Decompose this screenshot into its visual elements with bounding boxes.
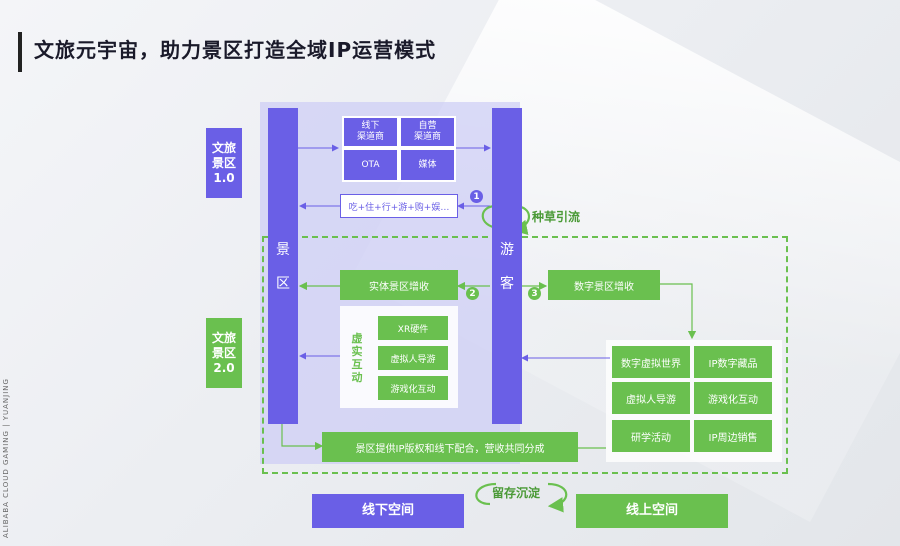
- virtual-item-guide: 虚拟人导游: [378, 346, 448, 370]
- channel-offline-line-1: 线下: [361, 121, 380, 131]
- step-badge-3: 3: [528, 287, 541, 300]
- virtual-interaction-label: 虚实互动: [350, 332, 364, 384]
- channel-self-line-1: 自营: [418, 121, 437, 131]
- channel-offline-line-2: 渠道商: [356, 132, 384, 142]
- consumption-box: 吃+住+行+游+购+娱…: [340, 194, 458, 218]
- version-2-line-1: 文旅: [211, 330, 236, 345]
- grass-flow-label: 种草引流: [532, 210, 581, 224]
- page-title: 文旅元宇宙，助力景区打造全域IP运营模式: [34, 38, 437, 62]
- version-1-line-3: 1.0: [213, 170, 235, 185]
- version-2-line-2: 景区: [211, 345, 236, 360]
- virtual-item-xr: XR硬件: [378, 316, 448, 340]
- ip-cooperation-box: 景区提供IP版权和线下配合，营收共同分成: [322, 432, 578, 462]
- channel-offline-dealer: 线下 渠道商: [344, 118, 397, 146]
- version-2-label: 文旅 景区 2.0: [206, 318, 242, 388]
- retain-flow-curve-left: [475, 482, 497, 506]
- digital-item-study-tour: 研学活动: [612, 420, 690, 452]
- virtual-item-game: 游戏化互动: [378, 376, 448, 400]
- scenic-area-pillar: 景 区: [268, 108, 298, 424]
- digital-item-ip-collectible: IP数字藏品: [694, 346, 772, 378]
- channel-self-dealer: 自营 渠道商: [401, 118, 454, 146]
- version-1-label: 文旅 景区 1.0: [206, 128, 242, 198]
- channel-self-line-2: 渠道商: [413, 132, 441, 142]
- tourist-pillar-char-2: 客: [500, 276, 514, 292]
- tourist-pillar-char-1: 游: [500, 242, 514, 258]
- digital-revenue-box: 数字景区增收: [548, 270, 660, 300]
- version-2-dashed-zone: [262, 236, 788, 474]
- virtual-interaction-label-text: 虚实互动: [351, 332, 363, 384]
- purple-arrows: [298, 144, 610, 362]
- digital-item-ip-merch: IP周边销售: [694, 420, 772, 452]
- digital-item-virtual-guide: 虚拟人导游: [612, 382, 690, 414]
- arrow-scenic-to-cooperation: [281, 424, 324, 451]
- tourist-pillar: 游 客: [492, 108, 522, 424]
- version-1-line-2: 景区: [211, 155, 236, 170]
- digital-item-virtual-world: 数字虚拟世界: [612, 346, 690, 378]
- version-2-line-3: 2.0: [213, 360, 235, 375]
- retain-flow-label: 留存沉淀: [492, 486, 541, 500]
- title-accent-bar: [18, 32, 22, 72]
- scenic-pillar-char-1: 景: [276, 242, 290, 258]
- retain-flow-curve-right: [547, 482, 568, 513]
- version-1-line-1: 文旅: [211, 140, 236, 155]
- offline-space-box: 线下空间: [312, 494, 464, 528]
- online-space-box: 线上空间: [576, 494, 728, 528]
- arrow-revenue-to-panel: [660, 283, 697, 340]
- digital-item-gamified: 游戏化互动: [694, 382, 772, 414]
- physical-revenue-box: 实体景区增收: [340, 270, 458, 300]
- channel-media: 媒体: [401, 150, 454, 180]
- step-badge-2: 2: [466, 287, 479, 300]
- step-badge-1: 1: [470, 190, 483, 203]
- channel-ota: OTA: [344, 150, 397, 180]
- scenic-pillar-char-2: 区: [276, 276, 290, 292]
